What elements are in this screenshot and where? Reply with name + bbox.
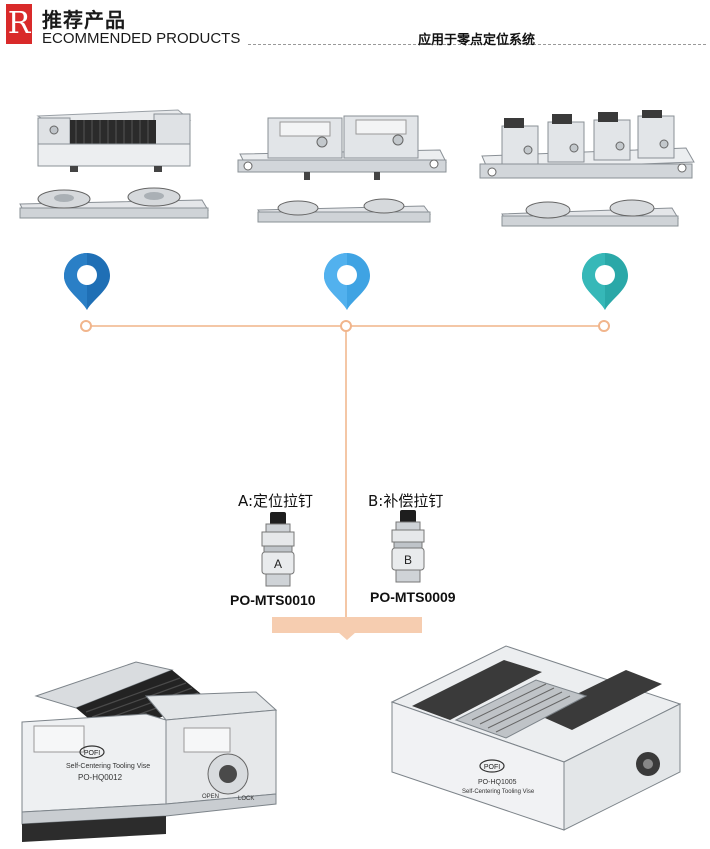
vise-2-desc: Self-Centering Tooling Vise [462,789,535,795]
timeline-node-left [80,320,92,332]
pull-stud-b-image: B [386,508,430,590]
brand-logo-letter: R [7,6,31,41]
title-divider [248,44,706,45]
connector-band [272,617,422,633]
location-pin-icon-dark-blue [64,253,110,310]
product-image-quad-vise [478,110,700,235]
vise-1-brand: POFI [84,750,100,757]
pull-stud-b-mark: B [404,553,412,567]
product-image-vise-hq0012: OPEN LOCK POFI Self-Centering Tooling Vi… [16,656,282,846]
vise-2-brand: POFI [484,764,500,771]
timeline-vertical [345,326,347,618]
location-pin-icon-light-blue [324,253,370,310]
section-title-cn: 推荐产品 [42,8,126,32]
pull-stud-b-label: B:补偿拉钉 [368,492,444,510]
pull-stud-a-code: PO-MTS0010 [230,592,316,608]
product-image-vise-hq1005: POFI PO-HQ1005 Self-Centering Tooling Vi… [386,640,686,836]
vise-1-lock-mark: LOCK [238,796,254,802]
pull-stud-a-mark: A [274,557,282,571]
down-arrow-icon [338,632,356,640]
pull-stud-b-code: PO-MTS0009 [370,589,456,605]
timeline-node-center [340,320,352,332]
vise-1-desc: Self-Centering Tooling Vise [66,763,150,770]
location-pin-icon-teal [582,253,628,310]
product-image-double-vise [234,104,452,229]
vise-1-open-mark: OPEN [202,794,219,800]
vise-2-model: PO-HQ1005 [478,779,517,786]
vise-1-model: PO-HQ0012 [78,773,123,782]
product-image-single-vise [14,96,214,231]
pull-stud-a-image: A [256,510,300,594]
application-label: 应用于零点定位系统 [418,33,536,48]
timeline-node-right [598,320,610,332]
section-title-en: ECOMMENDED PRODUCTS [42,30,241,47]
brand-logo: R [6,4,32,44]
pull-stud-a-label: A:定位拉钉 [238,492,314,510]
